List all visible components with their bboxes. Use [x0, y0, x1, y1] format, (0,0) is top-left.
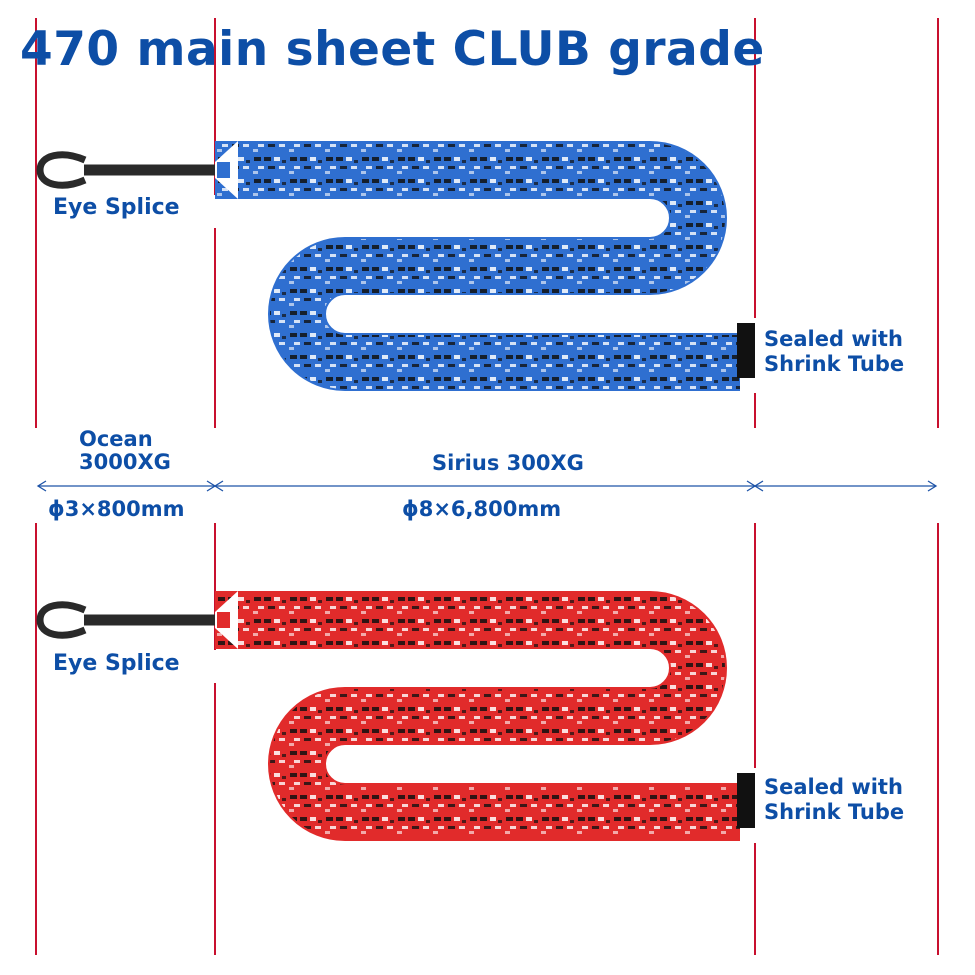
sealed-line-2: Shrink Tube — [764, 352, 905, 376]
sealed-line-1: Sealed with — [764, 775, 903, 799]
rope-red — [36, 591, 755, 841]
rope-blue — [36, 141, 755, 391]
sealed-line-1: Sealed with — [764, 327, 903, 351]
eye-splice-loop-bottom — [36, 601, 87, 639]
dimension-line — [36, 480, 938, 492]
sirius-segment-label: Sirius 300XG — [432, 451, 584, 475]
eye-splice-label-bottom: Eye Splice — [53, 651, 180, 676]
page-title: 470 main sheet CLUB grade — [20, 22, 765, 77]
ocean-line-2: 3000XG — [79, 450, 171, 474]
sealed-line-2: Shrink Tube — [764, 800, 905, 824]
ocean-dimension-label: ϕ3×800mm — [48, 497, 185, 521]
shrink-tube-red — [737, 773, 755, 828]
sealed-label-top: Sealed with Shrink Tube — [764, 327, 904, 377]
eye-splice-label-top: Eye Splice — [53, 195, 180, 220]
eye-splice-loop-top — [36, 151, 87, 189]
ocean-segment-label: Ocean 3000XG — [79, 428, 171, 474]
sealed-label-bottom: Sealed with Shrink Tube — [764, 775, 904, 825]
shrink-tube-blue — [737, 323, 755, 378]
sirius-dimension-label: ϕ8×6,800mm — [402, 497, 562, 521]
ocean-line-1: Ocean — [79, 427, 153, 451]
